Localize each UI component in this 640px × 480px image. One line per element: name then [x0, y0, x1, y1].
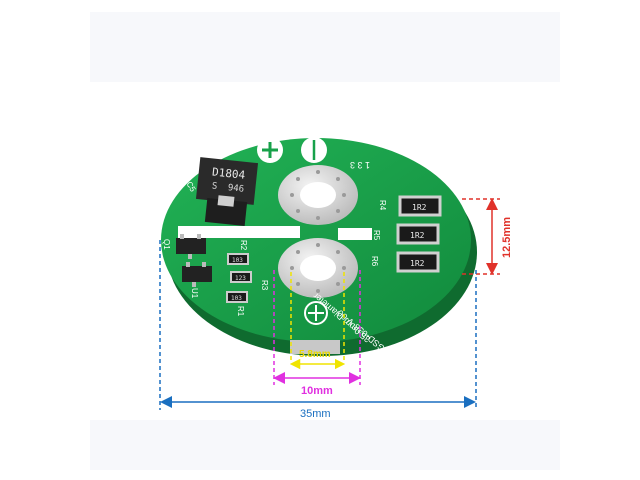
silk-r2: R2: [239, 240, 248, 251]
silk-r4: R4: [378, 200, 387, 211]
small-resistor-2-code: 123: [235, 275, 246, 282]
bottom-logo-mark: [304, 301, 328, 325]
hole-span-dimension-label: 10mm: [301, 385, 333, 397]
ic-sub-left: S: [211, 181, 217, 192]
positive-logo-mark: [257, 137, 283, 163]
pad-width-dimension-label: 5.8mm: [299, 349, 331, 360]
silk-r3: R3: [260, 280, 269, 291]
negative-logo-mark: [301, 137, 327, 163]
terminal-tab: [290, 340, 340, 354]
transistor-q1: [176, 234, 206, 259]
board-slot-right: [338, 228, 372, 240]
resistor-r6: [396, 251, 440, 273]
hole-span-dimension: [273, 270, 361, 385]
silk-r1: R1: [236, 306, 245, 317]
resistor-r4-code: 1R2: [412, 203, 427, 212]
silk-r5: R5: [372, 230, 381, 241]
resistor-r4: [398, 195, 442, 217]
resistor-r6-code: 1R2: [410, 259, 425, 268]
silk-r6: R6: [370, 256, 379, 267]
small-resistor-1: [227, 253, 249, 265]
board-slot-left: [178, 226, 300, 238]
background-panel-top: [90, 12, 560, 82]
ic-marking: D1804: [211, 165, 246, 181]
small-resistor-1-code: 103: [232, 257, 243, 264]
resistor-r5: [396, 223, 440, 245]
silk-q1: Q1: [162, 239, 171, 250]
silk-top: 1 3 3: [350, 160, 370, 170]
ic-chip: [195, 157, 259, 227]
top-terminal-pad: [278, 165, 358, 225]
resistor-r5-code: 1R2: [410, 231, 425, 240]
small-resistor-3: [226, 291, 248, 303]
pad-width-dimension: [289, 272, 346, 370]
ic-sub-right: 946: [227, 183, 244, 195]
transistor-u1: [182, 262, 212, 287]
silk-u1: U1: [190, 288, 199, 299]
small-resistor-2: [230, 271, 252, 283]
height-dimension: [462, 198, 500, 275]
diameter-dimension-label: 35mm: [300, 408, 331, 420]
background-panel-bottom: [90, 420, 560, 470]
height-dimension-label: 12.5mm: [501, 217, 513, 258]
small-resistor-3-code: 103: [231, 295, 242, 302]
bottom-terminal-pad: [278, 238, 358, 298]
diameter-dimension: [159, 240, 477, 410]
